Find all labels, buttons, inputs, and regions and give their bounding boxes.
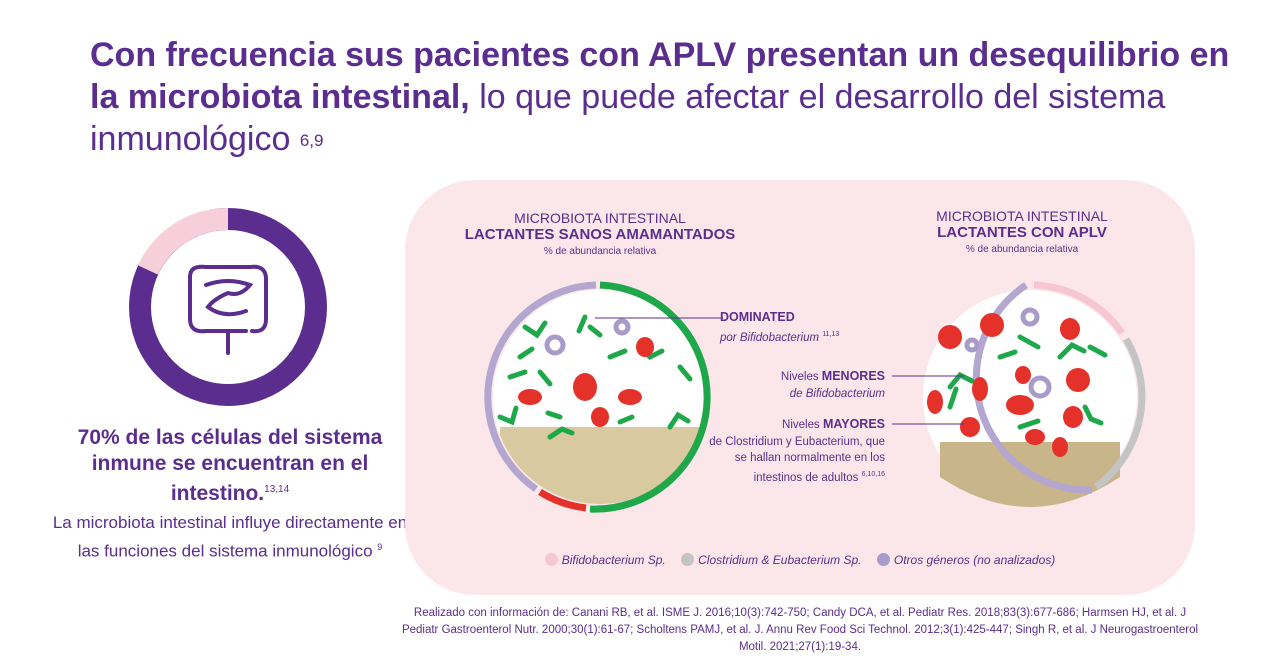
menores-italic: de Bifidobacterium [789, 387, 885, 400]
intestine-icon [188, 264, 268, 355]
dominated-annotation: DOMINATED por Bifidobacterium 11,13 [720, 309, 839, 346]
legend-item-clostridium: Clostridium & Eubacterium Sp. [681, 553, 862, 567]
other-genera-marks [544, 318, 631, 356]
references: Realizado con información de: Canani RB,… [401, 607, 1199, 653]
immune-stat: 70% de las células del sistema inmune se… [77, 426, 383, 505]
dominated-pointer-line [595, 317, 723, 319]
bifidobacterium-marks [497, 314, 693, 440]
menores-annotation: Niveles MENORES de Bifidobacterium [705, 368, 885, 402]
title-light: lo que puede afectar el desarrollo del s… [90, 78, 1166, 158]
mayores-pre: Niveles [782, 419, 823, 431]
healthy-line2: LACTANTES SANOS AMAMANTADOS [464, 226, 736, 243]
legend-dot [876, 553, 890, 566]
legend-item-otros: Otros géneros (no analizados) [876, 553, 1056, 567]
legend-dot [681, 553, 695, 566]
dominated-bold: DOMINATED [720, 310, 795, 324]
title-bold: Con frecuencia sus pacientes con APLV pr… [90, 36, 1230, 116]
title-refs: 6,9 [299, 131, 324, 150]
page-title: Con frecuencia sus pacientes con APLV pr… [90, 34, 1240, 160]
menores-bold: MENORES [821, 369, 885, 383]
aplv-line2: LACTANTES CON APLV [937, 224, 1107, 241]
mayores-bold: MAYORES [822, 417, 885, 431]
menores-pre: Niveles [780, 371, 822, 383]
legend-label: Bifidobacterium Sp. [561, 553, 666, 567]
immune-donut-chart [129, 207, 327, 406]
aplv-header: MICROBIOTA INTESTINAL LACTANTES CON APLV… [862, 208, 1182, 255]
mayores-text: de Clostridium y Eubacterium, que se hal… [709, 435, 885, 484]
dominated-italic: por Bifidobacterium [720, 331, 820, 344]
legend-item-bifidobacterium: Bifidobacterium Sp. [544, 553, 666, 567]
legend: Bifidobacterium Sp. Clostridium & Eubact… [405, 553, 1195, 567]
aplv-line3: % de abundancia relativa [965, 244, 1079, 255]
dominated-refs: 11,13 [822, 330, 840, 338]
mayores-annotation: Niveles MAYORES de Clostridium y Eubacte… [705, 416, 885, 486]
healthy-microbiota-circle [484, 281, 711, 513]
immune-description: La microbiota intestinal influye directa… [52, 513, 408, 561]
healthy-line1: MICROBIOTA INTESTINAL [514, 210, 686, 226]
aplv-microbiota-circle [923, 281, 1146, 507]
annotation-pointer-lines [892, 375, 964, 425]
mayores-refs: 6,10,16 [861, 470, 885, 478]
legend-label: Clostridium & Eubacterium Sp. [698, 553, 862, 567]
healthy-header: MICROBIOTA INTESTINAL LACTANTES SANOS AM… [440, 210, 760, 257]
microbiota-panel: MICROBIOTA INTESTINAL LACTANTES SANOS AM… [405, 180, 1195, 595]
desc-refs: 9 [377, 542, 383, 552]
legend-label: Otros géneros (no analizados) [893, 553, 1056, 567]
aplv-line1: MICROBIOTA INTESTINAL [936, 208, 1108, 224]
immune-stat-block: 70% de las células del sistema inmune se… [40, 425, 420, 564]
legend-dot [544, 553, 558, 566]
stat-refs: 13,14 [264, 484, 290, 495]
healthy-line3: % de abundancia relativa [543, 246, 657, 257]
clostridium-marks [518, 337, 654, 427]
